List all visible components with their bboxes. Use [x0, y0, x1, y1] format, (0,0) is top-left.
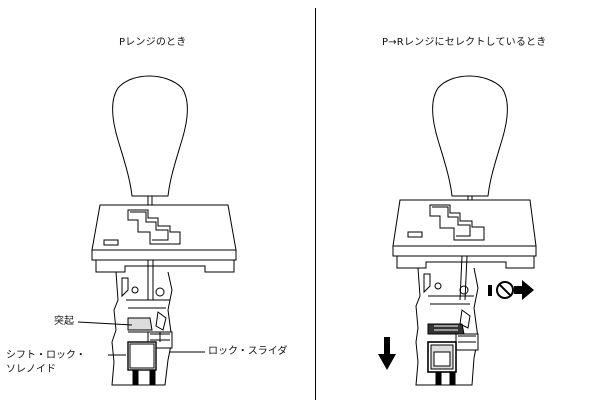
solenoid-label-line1: シフト・ロック・ [6, 350, 86, 361]
right-panel-title: P→Rレンジにセレクトしているとき [382, 37, 547, 48]
right-arrow-icon [514, 280, 534, 300]
right-shift-knob [432, 75, 508, 197]
panel-divider [315, 8, 316, 400]
protrusion-label: 突起 [54, 316, 74, 327]
left-panel-title: Pレンジのとき [119, 37, 187, 48]
right-mechanism-housing [415, 267, 479, 386]
left-shift-knob [112, 75, 188, 197]
right-gate-plate [392, 199, 537, 247]
lock-slider-label: ロック・スライダ [208, 346, 288, 357]
left-mechanism-housing [111, 271, 173, 386]
no-entry-icon [488, 281, 514, 299]
solenoid-label-line2: ソレノイド [6, 364, 56, 375]
down-arrow-icon [378, 337, 396, 370]
